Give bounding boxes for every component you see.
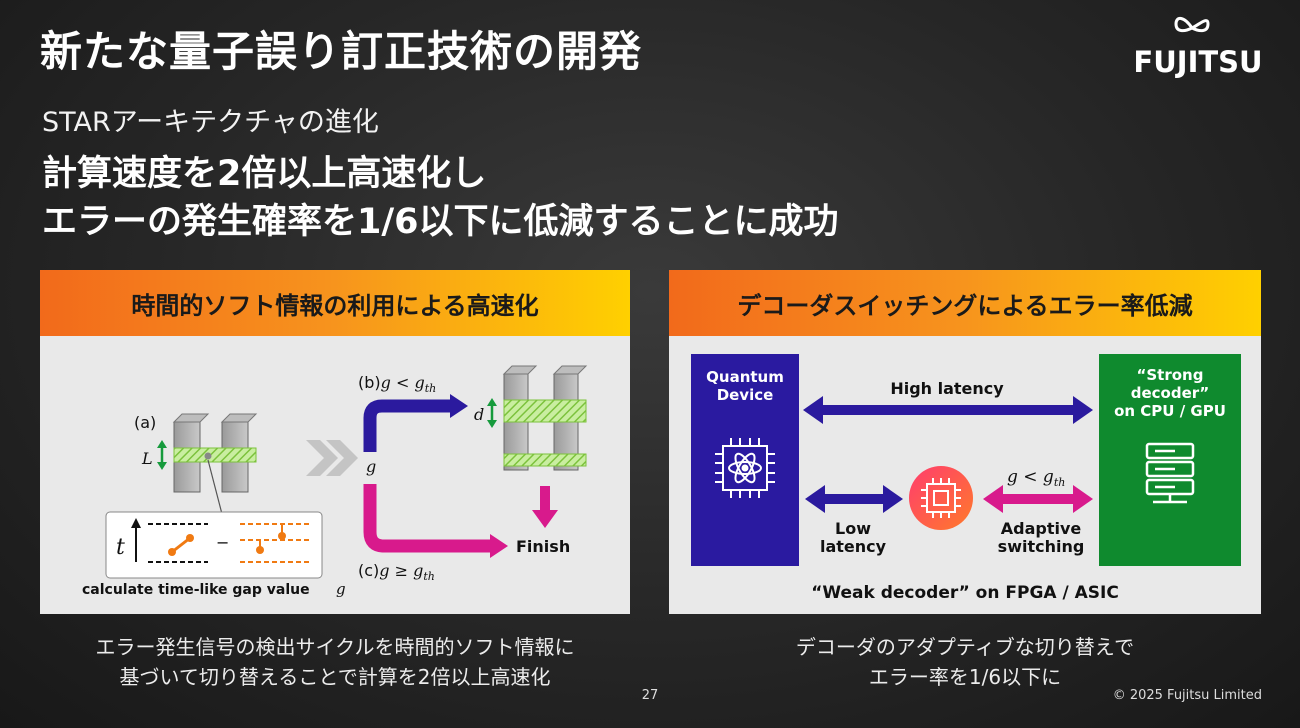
code-block-large [502,365,588,471]
finish-label: Finish [516,537,570,556]
L-height-arrow-icon [157,440,167,470]
headline-line-2: エラーの発生確率を1/6以下に低減することに成功 [42,202,839,242]
label-b: (b)g < gth [358,373,436,395]
weak-decoder-label: “Weak decoder” on FPGA / ASIC [811,583,1119,603]
quantum-label-line-2: Device [717,386,774,404]
left-caption-line-2: 基づいて切り替えることで計算を2倍以上高速化 [119,665,551,689]
detection-cycles-box [105,511,323,579]
strong-label-line-2: decoder” [1131,384,1210,402]
threshold-label: g < gth [1007,467,1065,489]
strong-label-line-1: “Strong [1137,366,1204,384]
low-latency-line-2: latency [820,537,887,556]
headline: 計算速度を2倍以上高速化し エラーの発生確率を1/6以下に低減することに成功 [42,150,839,246]
quantum-device-box [691,354,799,566]
label-g: g [366,457,376,476]
quantum-label-line-1: Quantum [706,368,784,386]
time-arrow-icon [131,518,141,562]
left-caption: エラー発生信号の検出サイクルを時間的ソフト情報に 基づいて切り替えることで計算を… [40,632,630,692]
page-number: 27 [641,688,659,703]
gap-symbol: g [336,580,346,598]
double-chevron-icon [306,440,358,476]
headline-line-1: 計算速度を2倍以上高速化し [42,154,487,194]
adaptive-line-2: switching [998,537,1085,556]
d-height-arrow-icon [487,398,497,428]
code-block-small [172,413,258,493]
decoder-switching-diagram: Quantum Device “Strong decoder” on CPU /… [691,354,1241,603]
fujitsu-logo: FUJITSU [1133,17,1263,79]
server-icon [1145,442,1195,504]
path-c-arrowhead-icon [490,534,508,558]
slide-title: 新たな量子誤り訂正技術の開発 [40,27,643,76]
orange-error-pair [256,524,286,554]
right-panel-body: Quantum Device “Strong decoder” on CPU /… [669,336,1261,614]
right-caption: デコーダのアダプティブな切り替えで エラー率を1/6以下に [669,632,1261,692]
high-latency-arrow [803,396,1093,424]
black-detection-lines [148,523,208,563]
black-error-pair [168,534,194,556]
low-latency-line-1: Low [835,519,871,538]
right-caption-line-2: エラー率を1/6以下に [868,665,1062,689]
path-b-arrowhead-icon [450,394,468,418]
gap-caption: calculate time-like gap value [82,582,310,598]
label-L: L [141,449,153,468]
orange-detection-lines [240,523,310,563]
finish-arrowhead-icon [532,510,558,528]
right-caption-line-1: デコーダのアダプティブな切り替えで [795,635,1135,659]
label-d: d [474,405,484,424]
right-panel-header: デコーダスイッチングによるエラー率低減 [669,270,1261,336]
high-latency-label: High latency [890,379,1004,398]
left-panel-body: (a) L t − [40,336,630,614]
low-latency-arrow [805,485,903,513]
weak-decoder-circle [909,466,973,530]
fpga-chip-icon [921,478,961,518]
copyright: © 2025 Fujitsu Limited [1112,688,1262,703]
finish-arrow-shaft [540,486,550,512]
label-t: t [116,535,125,560]
label-a: (a) [134,413,156,432]
adaptive-line-1: Adaptive [1001,519,1082,538]
left-panel-header: 時間的ソフト情報の利用による高速化 [40,270,630,336]
strong-label-line-3: on CPU / GPU [1114,402,1226,420]
soft-info-diagram: (a) L t − [82,365,588,598]
label-minus: − [216,533,229,552]
slide-subtitle: STARアーキテクチャの進化 [42,107,379,138]
path-b-arrow [363,399,452,452]
path-c-arrow [363,484,492,553]
infinity-mark-icon [1174,17,1210,33]
adaptive-switching-arrow [983,485,1093,513]
logo-wordmark: FUJITSU [1133,45,1262,79]
left-caption-line-1: エラー発生信号の検出サイクルを時間的ソフト情報に [95,635,575,659]
label-c: (c)g ≥ gth [358,561,435,583]
strong-decoder-box [1099,354,1241,566]
quantum-chip-icon [715,438,775,498]
